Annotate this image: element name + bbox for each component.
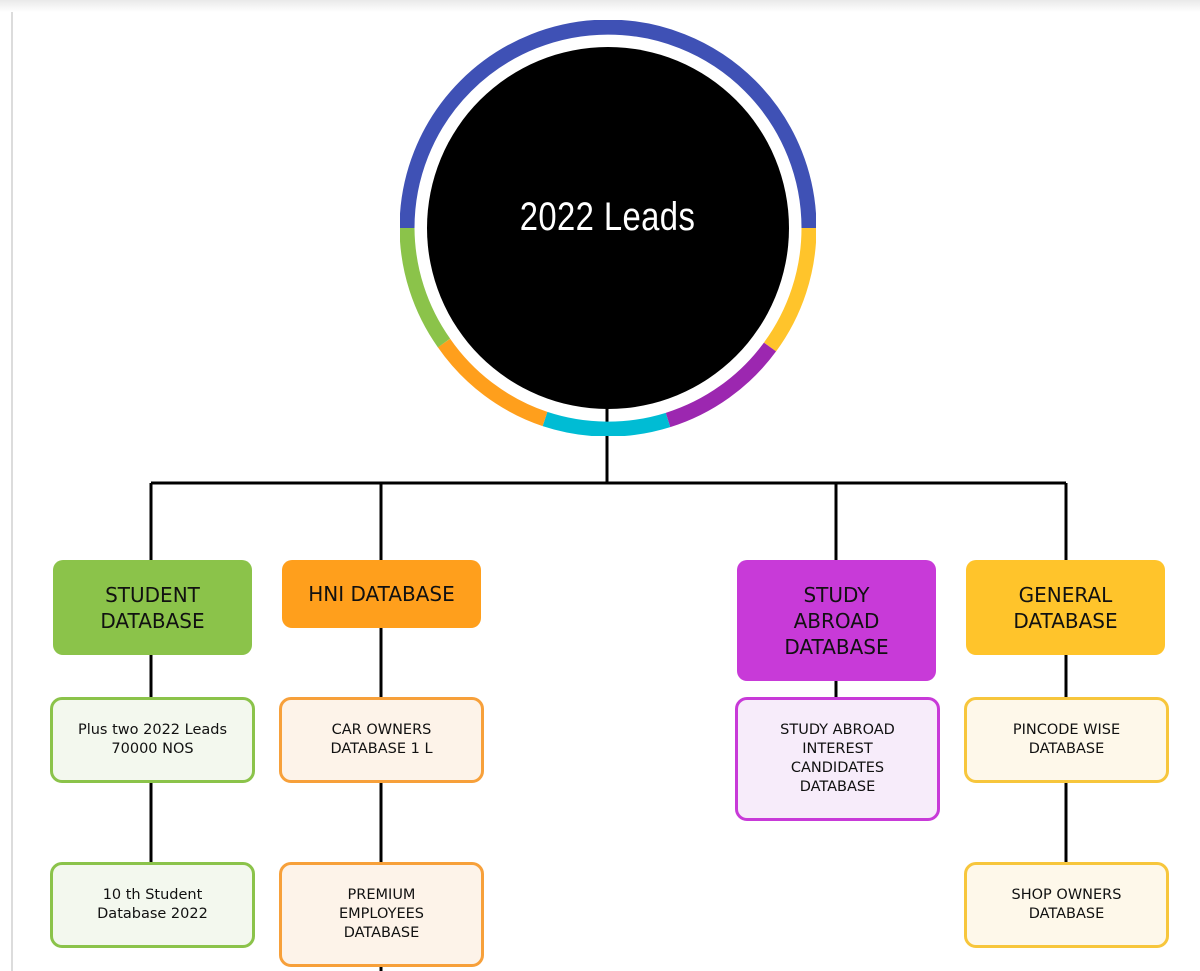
category-label: STUDY ABROAD DATABASE: [784, 582, 889, 659]
category-general-database: GENERAL DATABASE: [966, 560, 1165, 655]
category-hni-database: HNI DATABASE: [282, 560, 481, 628]
leaf-student-plus-two: Plus two 2022 Leads 70000 NOS: [50, 697, 255, 783]
leaf-study-abroad-interest: STUDY ABROAD INTEREST CANDIDATES DATABAS…: [735, 697, 940, 821]
leaf-label: STUDY ABROAD INTEREST CANDIDATES DATABAS…: [780, 722, 895, 795]
ring-segment-cyan: [542, 411, 671, 436]
category-label: STUDENT DATABASE: [100, 582, 205, 633]
page-top-edge: [0, 0, 1200, 12]
ring-segment-blue: [400, 20, 816, 229]
leaf-general-shop-owners: SHOP OWNERS DATABASE: [964, 862, 1169, 948]
leaf-label: PREMIUM EMPLOYEES DATABASE: [339, 887, 424, 941]
category-student-database: STUDENT DATABASE: [53, 560, 252, 655]
hub-core: [427, 47, 789, 409]
leaf-label: CAR OWNERS DATABASE 1 L: [330, 722, 433, 757]
page-left-border: [11, 12, 13, 971]
leaf-general-pincode: PINCODE WISE DATABASE: [964, 697, 1169, 783]
category-label: GENERAL DATABASE: [1013, 582, 1118, 633]
hub-title: 2022 Leads: [519, 195, 696, 239]
leaf-hni-car-owners: CAR OWNERS DATABASE 1 L: [279, 697, 484, 783]
ring-segment-green: [400, 227, 451, 348]
ring-segment-yellow: [763, 227, 816, 352]
category-label: HNI DATABASE: [308, 582, 455, 606]
leaf-student-10th: 10 th Student Database 2022: [50, 862, 255, 948]
leaf-label: Plus two 2022 Leads 70000 NOS: [77, 722, 228, 757]
ring-segment-orange: [437, 338, 548, 427]
category-study-abroad-database: STUDY ABROAD DATABASE: [737, 560, 936, 681]
leaf-label: SHOP OWNERS DATABASE: [1011, 887, 1122, 922]
hub-circle: [400, 20, 816, 436]
ring-segment-purple: [665, 342, 777, 428]
leaf-label: PINCODE WISE DATABASE: [1012, 722, 1121, 757]
leaf-hni-premium-employees: PREMIUM EMPLOYEES DATABASE: [279, 862, 484, 967]
leaf-label: 10 th Student Database 2022: [97, 887, 208, 922]
